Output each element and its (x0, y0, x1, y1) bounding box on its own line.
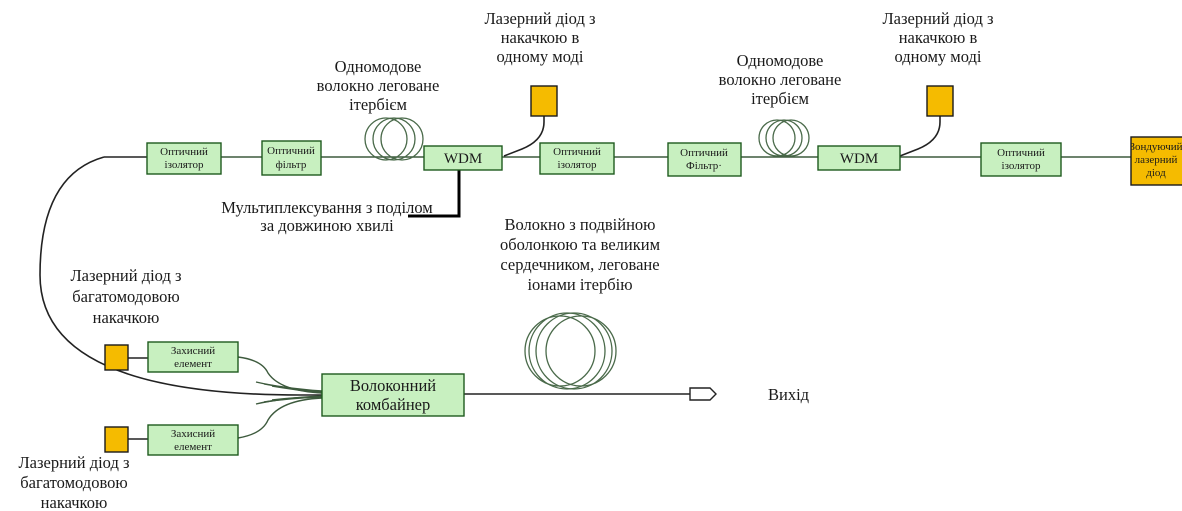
isolator-2-line-1: Оптичний (553, 146, 601, 158)
seed-diode-line-2: лазерний (1135, 154, 1178, 166)
multimode-pump-diode-bottom (104, 426, 129, 453)
protect-top-line-2: елемент (174, 358, 212, 370)
pump-1-label: Лазерний діод з накачкою в одному моді (484, 9, 595, 66)
isolator-3-line-1: Оптичний (997, 147, 1045, 159)
fiber-1-label-line-1: Одномодове (335, 57, 422, 76)
optical-isolator-2: Оптичний ізолятор (539, 142, 615, 175)
dcf-label-line-4: іонами ітербію (527, 275, 632, 294)
multimode-pump-diode-top (104, 344, 129, 371)
dcf-label-line-3: сердечником, леговане (500, 255, 659, 274)
protective-element-bottom: Захисний елемент (147, 424, 239, 456)
pump-top-label-line-1: Лазерний діод з (70, 266, 181, 285)
seed-laser-diode: Зондуючий лазерний діод (1129, 136, 1182, 186)
combiner-line-1: Волоконний (350, 376, 436, 395)
fiber-2-label-line-3: ітербієм (751, 89, 809, 108)
dcf-label-line-2: оболонкою та великим (500, 235, 661, 254)
wdm-1-label: WDM (444, 151, 482, 167)
optical-filter-2: Оптичний Фільтр· (667, 142, 742, 177)
combiner-line-2: комбайнер (356, 395, 431, 414)
wdm-note-line-1: Мультиплексування з поділом (221, 198, 433, 217)
fiber-combiner: Волоконний комбайнер (321, 373, 465, 417)
protective-element-top: Захисний елемент (147, 341, 239, 373)
pump-bottom-label-line-1: Лазерний діод з (18, 453, 129, 472)
wdm-1: WDM (423, 145, 503, 171)
wdm-note-line-2: за довжиною хвилі (260, 216, 394, 235)
protect-bottom-line-2: елемент (174, 441, 212, 453)
wdm-2: WDM (817, 145, 901, 171)
fiber-1-label-line-2: волокно леговане (317, 76, 440, 95)
pump-top-label-line-3: накачкою (93, 308, 160, 327)
isolator-3-line-2: ізолятор (1002, 160, 1041, 172)
double-clad-fiber-label: Волокно з подвійною оболонкою та великим… (500, 215, 661, 294)
fiber-lines (39, 116, 1131, 396)
dcf-label-line-1: Волокно з подвійною (505, 215, 656, 234)
pump-diode-2 (926, 85, 954, 117)
multimode-pump-top-label: Лазерний діод з багатомодовою накачкою (70, 266, 181, 327)
pump-2-label: Лазерний діод з накачкою в одному моді (882, 9, 993, 66)
pump-diode-1 (530, 85, 558, 117)
wdm-annotation: Мультиплексування з поділом за довжиною … (221, 198, 433, 235)
optical-filter-1: Оптичний фільтр (261, 140, 322, 176)
protect-bottom-line-1: Захисний (171, 428, 215, 440)
isolator-2-line-2: ізолятор (558, 159, 597, 171)
pump-2-label-line-3: одному моді (895, 47, 982, 66)
fiber-1-label: Одномодове волокно леговане ітербієм (317, 57, 440, 114)
filter-1-line-2: фільтр (276, 159, 307, 171)
optical-isolator-1: Оптичний ізолятор (146, 142, 222, 175)
filter-2-line-1: Оптичний (680, 147, 728, 159)
pump-1-label-line-3: одному моді (497, 47, 584, 66)
isolator-1-line-2: ізолятор (165, 159, 204, 171)
output-label: Вихід (768, 385, 810, 404)
pump-2-label-line-2: накачкою в (899, 28, 978, 47)
fiber-1-label-line-3: ітербієм (349, 95, 407, 114)
protect-top-line-1: Захисний (171, 345, 215, 357)
pump-1-label-line-2: накачкою в (501, 28, 580, 47)
pump-bottom-label-line-2: багатомодовою (20, 473, 127, 492)
wdm-2-label: WDM (840, 151, 878, 167)
isolator-1-line-1: Оптичний (160, 146, 208, 158)
coil-fiber-large (524, 312, 617, 390)
filter-1-line-1: Оптичний (267, 145, 315, 157)
multimode-pump-bottom-label: Лазерний діод з багатомодовою накачкою (18, 453, 129, 511)
pump-top-label-line-2: багатомодовою (72, 287, 179, 306)
optical-isolator-3: Оптичний ізолятор (980, 142, 1062, 177)
fiber-2-label: Одномодове волокно леговане ітербієм (719, 51, 842, 108)
pump-1-label-line-1: Лазерний діод з (484, 9, 595, 28)
filter-2-line-2: Фільтр· (686, 160, 722, 172)
output-connector (689, 387, 717, 401)
fiber-2-label-line-1: Одномодове (737, 51, 824, 70)
pump-bottom-label-line-3: накачкою (41, 493, 108, 511)
coil-fiber-1 (364, 117, 424, 161)
seed-diode-line-1: Зондуючий (1129, 141, 1182, 153)
fiber-2-label-line-2: волокно леговане (719, 70, 842, 89)
coil-fiber-2 (758, 119, 810, 157)
combiner-pigtails (128, 356, 323, 440)
pump-2-label-line-1: Лазерний діод з (882, 9, 993, 28)
seed-diode-line-3: діод (1146, 167, 1166, 179)
